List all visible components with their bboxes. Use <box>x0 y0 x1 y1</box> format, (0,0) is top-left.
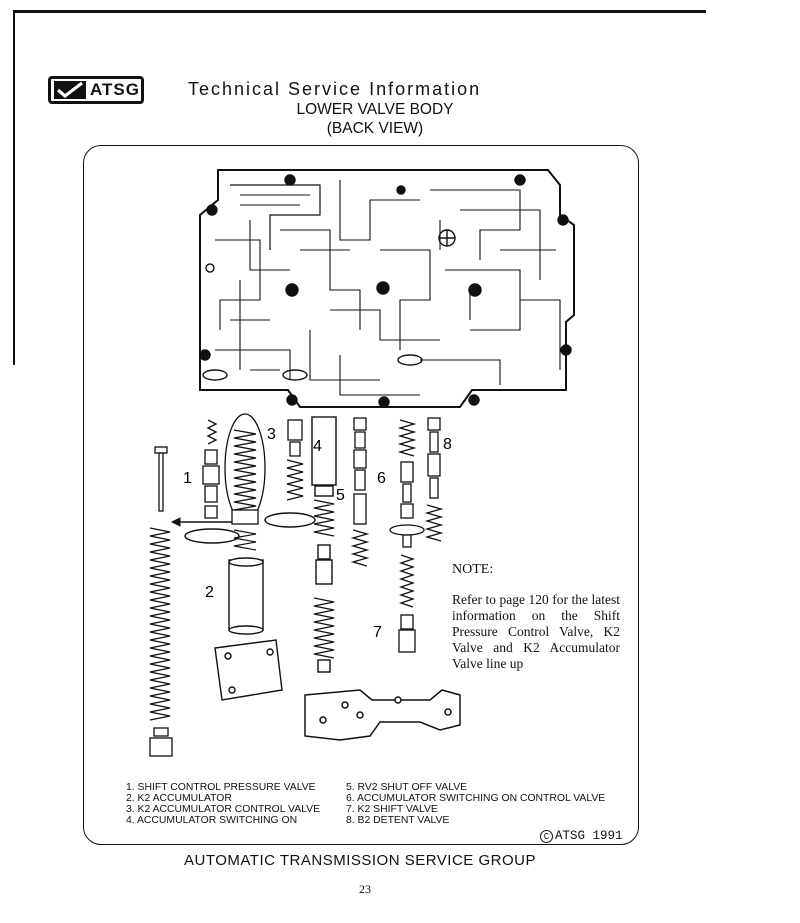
checkmark-logo-icon <box>54 81 86 99</box>
callout-3: 3 <box>267 426 276 443</box>
page-subtitle-line2: (BACK VIEW) <box>326 120 424 137</box>
callout-8: 8 <box>443 436 452 453</box>
legend-item: 6. ACCUMULATOR SWITCHING ON CONTROL VALV… <box>346 793 606 804</box>
legend-item: 3. K2 ACCUMULATOR CONTROL VALVE <box>126 804 321 815</box>
valve-1-assembly <box>202 419 220 519</box>
legend-item: 7. K2 SHIFT VALVE <box>346 804 438 815</box>
large-cover-plate <box>304 689 461 741</box>
valve-2-k2-accumulator <box>228 557 264 635</box>
seal-ring-middle <box>264 512 316 528</box>
callout-4: 4 <box>313 438 322 455</box>
legend-item: 1. SHIFT CONTROL PRESSURE VALVE <box>126 782 316 793</box>
copyright-text: ATSG 1991 <box>555 829 623 843</box>
top-border-rule <box>13 10 706 13</box>
callout-7: 7 <box>373 624 382 641</box>
logo-text: ATSG <box>90 80 140 99</box>
legend-item: 4. ACCUMULATOR SWITCHING ON <box>126 815 298 826</box>
seal-ring-left <box>184 528 240 544</box>
callout-5: 5 <box>336 487 345 504</box>
page-title: Technical Service Information <box>188 79 482 99</box>
legend-list-right: 5. RV2 SHUT OFF VALVE 6. ACCUMULATOR SWI… <box>346 782 605 826</box>
footer-org-name: AUTOMATIC TRANSMISSION SERVICE GROUP <box>184 852 536 869</box>
arrow-pointer <box>170 517 232 527</box>
long-spring-assembly <box>149 446 173 757</box>
copyright-icon: C <box>540 829 553 843</box>
left-border-rule <box>13 10 15 365</box>
note-body: Refer to page 120 for the latest informa… <box>452 592 620 671</box>
callout-6: 6 <box>377 470 386 487</box>
legend-item: 5. RV2 SHUT OFF VALVE <box>346 782 468 793</box>
valve-body-plate <box>199 169 575 408</box>
valve-7-k2-shift <box>398 554 416 653</box>
valve-3-control-valve <box>286 419 304 501</box>
valve-6-switching-control <box>389 419 425 548</box>
atsg-logo: ATSG <box>48 76 144 104</box>
callout-1: 1 <box>183 470 192 487</box>
valve-8-b2-detent <box>424 417 444 542</box>
small-cover-plate <box>214 639 283 701</box>
copyright-notice: C ATSG 1991 <box>540 829 623 843</box>
valve-5-rv2-shut-off <box>350 417 370 567</box>
valve-4-accumulator-switching <box>311 416 337 673</box>
legend-item: 8. B2 DETENT VALVE <box>346 815 450 826</box>
legend-item: 2. K2 ACCUMULATOR <box>126 793 232 804</box>
valve-3-k2-accumulator-spring <box>224 413 266 551</box>
page-number: 23 <box>359 882 371 896</box>
callout-2: 2 <box>205 584 214 601</box>
page-subtitle-line1: LOWER VALVE BODY <box>296 101 454 118</box>
diagram-frame <box>83 145 639 845</box>
legend-list-left: 1. SHIFT CONTROL PRESSURE VALVE 2. K2 AC… <box>126 782 320 826</box>
note-title: NOTE: <box>452 562 494 577</box>
